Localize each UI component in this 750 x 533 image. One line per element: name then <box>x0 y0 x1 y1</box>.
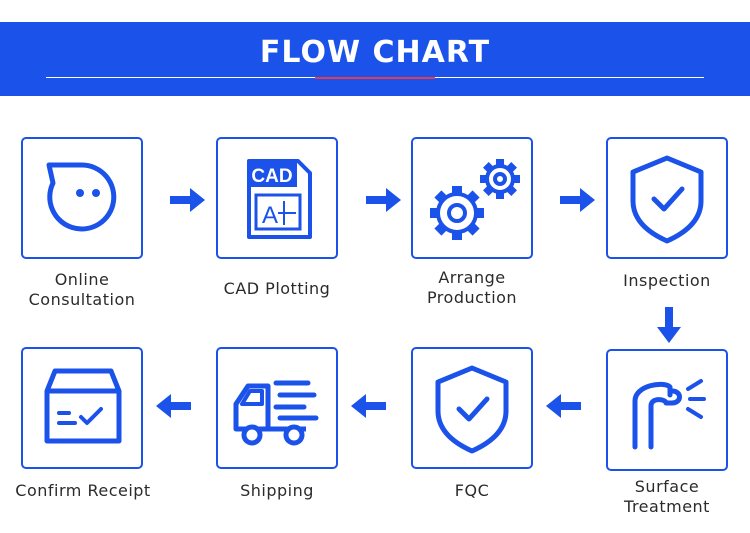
box-check-icon <box>44 368 122 444</box>
step-label-inspection: Inspection <box>623 271 711 290</box>
chat-bubble-icon <box>46 162 117 232</box>
step-label-shipping: Shipping <box>240 481 314 500</box>
step-cad-plotting: CAD A <box>216 137 338 259</box>
step-surface-treatment <box>606 349 728 471</box>
arrow-right-icon <box>170 188 205 212</box>
title-underline-accent <box>315 77 435 79</box>
header-banner: FLOW CHART <box>0 22 750 96</box>
shield-check-icon <box>435 365 509 454</box>
step-inspection <box>606 137 728 259</box>
arrow-right-icon <box>366 188 401 212</box>
step-label-online-consultation: Online Consultation <box>28 270 136 309</box>
arrow-left-icon <box>546 394 581 418</box>
arrow-down-icon <box>657 307 681 343</box>
truck-icon <box>233 380 319 446</box>
cad-icon-letter: A <box>262 202 278 229</box>
step-label-arrange-production: Arrange Production <box>426 268 518 307</box>
step-arrange-production <box>411 137 533 259</box>
step-label-cad-plotting: CAD Plotting <box>223 279 331 298</box>
spray-pipe-icon <box>632 379 706 450</box>
step-online-consultation <box>21 137 143 259</box>
step-label-fqc: FQC <box>454 481 490 500</box>
cad-file-icon: CAD A <box>247 159 312 239</box>
shield-check-icon <box>630 155 704 244</box>
step-label-surface-treatment: Surface Treatment <box>624 477 710 516</box>
cad-icon-text: CAD <box>251 166 292 187</box>
gears-icon <box>430 159 520 240</box>
arrow-left-icon <box>156 394 191 418</box>
arrow-left-icon <box>351 394 386 418</box>
step-confirm-receipt <box>21 347 143 469</box>
step-shipping <box>216 347 338 469</box>
page-title: FLOW CHART <box>259 35 491 70</box>
step-label-confirm-receipt: Confirm Receipt <box>15 481 151 500</box>
step-fqc <box>411 347 533 469</box>
arrow-right-icon <box>560 188 595 212</box>
